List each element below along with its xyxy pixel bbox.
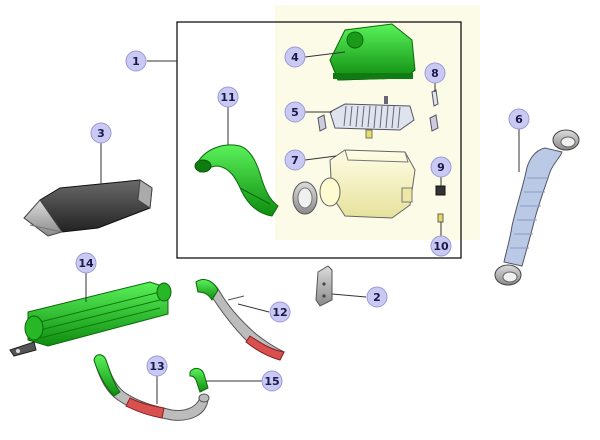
callout-5[interactable]: 5	[284, 101, 306, 123]
callout-1[interactable]: 1	[125, 50, 147, 72]
part-clamp-inlet[interactable]	[292, 181, 318, 215]
callout-badge	[284, 101, 306, 123]
part-charge-hose-lower[interactable]	[93, 354, 210, 421]
callout-4[interactable]: 4	[284, 46, 306, 68]
callout-number: 1	[132, 55, 140, 68]
callout-9[interactable]: 9	[430, 156, 452, 178]
part-short-hose[interactable]	[189, 367, 209, 393]
callout-badge	[125, 50, 147, 72]
callout-number: 9	[437, 161, 445, 174]
callout-number: 11	[220, 91, 235, 104]
callout-10[interactable]: 10	[430, 235, 452, 257]
callout-number: 14	[78, 257, 94, 270]
callout-number: 7	[291, 154, 299, 167]
callout-number: 12	[272, 306, 287, 319]
callout-15[interactable]: 15	[261, 370, 283, 392]
callout-number: 3	[97, 127, 105, 140]
callout-13[interactable]: 13	[146, 355, 168, 377]
callout-badge	[269, 301, 291, 323]
part-flex-hose[interactable]	[503, 147, 563, 267]
callout-2[interactable]: 2	[366, 286, 388, 308]
callout-number: 4	[291, 51, 299, 64]
callout-number: 5	[291, 106, 299, 119]
part-air-box-lid[interactable]	[329, 23, 416, 81]
part-intake-duct[interactable]	[194, 144, 279, 217]
clamp-icon	[317, 114, 439, 132]
callout-badge	[146, 355, 168, 377]
part-air-filter[interactable]	[329, 96, 415, 139]
part-nut[interactable]	[435, 185, 446, 196]
assembly-frame	[176, 21, 462, 259]
callout-badge	[508, 108, 530, 130]
callout-badge	[424, 62, 446, 84]
callout-number: 6	[515, 113, 523, 126]
part-resonator[interactable]	[23, 179, 153, 237]
callout-badge	[217, 86, 239, 108]
part-bracket[interactable]	[315, 265, 333, 307]
callout-badge	[430, 235, 452, 257]
callout-badge	[284, 149, 306, 171]
callout-12[interactable]: 12	[269, 301, 291, 323]
callout-7[interactable]: 7	[284, 149, 306, 171]
callout-badge	[75, 252, 97, 274]
part-intercooler[interactable]	[9, 281, 172, 357]
callout-11[interactable]: 11	[217, 86, 239, 108]
leader-lines	[85, 51, 520, 404]
callout-badge	[366, 286, 388, 308]
callout-badge	[90, 122, 112, 144]
callout-badge	[284, 46, 306, 68]
callout-badge	[261, 370, 283, 392]
callout-number: 2	[373, 291, 381, 304]
part-hose-clamp-bottom[interactable]	[494, 264, 522, 286]
callout-number: 13	[149, 360, 164, 373]
callout-3[interactable]: 3	[90, 122, 112, 144]
part-charge-hose-upper[interactable]	[195, 279, 285, 361]
part-air-box-housing[interactable]	[319, 149, 416, 219]
callout-8[interactable]: 8	[424, 62, 446, 84]
callout-badge	[430, 156, 452, 178]
part-bolt[interactable]	[437, 213, 444, 223]
callout-number: 10	[433, 240, 449, 253]
callout-number: 15	[264, 375, 279, 388]
part-hose-clamp-top[interactable]	[552, 129, 580, 151]
callout-14[interactable]: 14	[75, 252, 97, 274]
callout-number: 8	[431, 67, 439, 80]
callout-6[interactable]: 6	[508, 108, 530, 130]
